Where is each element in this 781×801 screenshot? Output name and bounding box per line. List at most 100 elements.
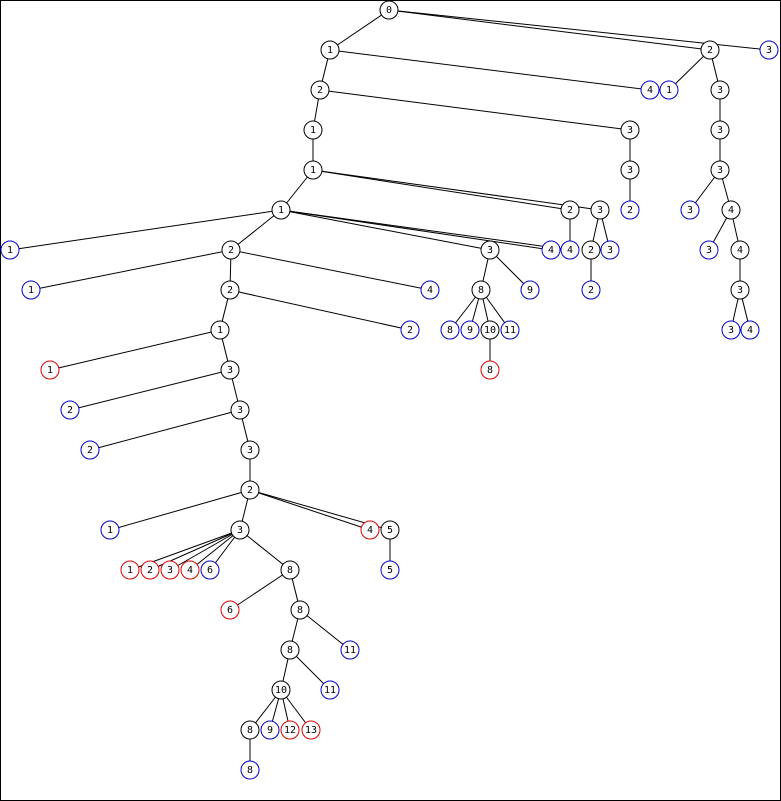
- node-circle: [541, 240, 561, 260]
- tree-node-blue: 3: [680, 200, 700, 220]
- node-circle: [380, 560, 400, 580]
- node-label: 2: [588, 245, 594, 256]
- tree-node-blue: 8: [240, 760, 260, 780]
- node-label: 4: [427, 285, 433, 296]
- node-label: 3: [717, 125, 723, 136]
- node-circle: [280, 560, 300, 580]
- node-label: 3: [237, 405, 243, 416]
- tree-node-red: 1: [40, 360, 60, 380]
- node-circle: [310, 80, 330, 100]
- node-circle: [240, 760, 260, 780]
- tree-node-inner: 4: [721, 200, 741, 220]
- node-label: 8: [287, 565, 293, 576]
- node-circle: [301, 720, 321, 740]
- tree-node-inner: 2: [310, 80, 330, 100]
- node-circle: [560, 240, 580, 260]
- tree-edge: [388, 9, 711, 51]
- node-circle: [581, 240, 601, 260]
- tree-node-inner: 3: [590, 200, 610, 220]
- tree-edge: [89, 409, 241, 451]
- node-label: 5: [387, 525, 393, 536]
- node-circle: [210, 320, 230, 340]
- node-label: 9: [467, 325, 473, 336]
- node-label: 3: [227, 365, 233, 376]
- node-circle: [240, 720, 260, 740]
- tree-edge: [312, 169, 571, 211]
- node-label: 1: [666, 85, 672, 96]
- node-circle: [379, 0, 399, 20]
- tree-node-inner: 1: [303, 120, 323, 140]
- node-circle: [730, 240, 750, 260]
- node-label: 13: [305, 725, 317, 736]
- node-label: 3: [597, 205, 603, 216]
- node-circle: [240, 440, 260, 460]
- tree-node-inner: 1: [210, 320, 230, 340]
- tree-node-inner: 8: [240, 720, 260, 740]
- node-label: 1: [107, 525, 113, 536]
- tree-node-red: 4: [360, 520, 380, 540]
- tree-node-red: 1: [120, 560, 140, 580]
- node-circle: [590, 200, 610, 220]
- node-circle: [160, 560, 180, 580]
- tree-edge: [109, 489, 251, 531]
- tree-node-inner: 3: [710, 120, 730, 140]
- node-label: 1: [28, 285, 34, 296]
- node-label: 3: [717, 85, 723, 96]
- tree-node-blue: 1: [100, 520, 120, 540]
- node-label: 8: [247, 725, 253, 736]
- tree-node-red: 3: [160, 560, 180, 580]
- node-label: 2: [227, 285, 233, 296]
- tree-node-inner: 3: [620, 160, 640, 180]
- tree-edge: [319, 89, 631, 131]
- node-circle: [303, 120, 323, 140]
- node-circle: [620, 200, 640, 220]
- node-label: 2: [247, 485, 253, 496]
- tree-node-blue: 3: [759, 40, 779, 60]
- node-label: 1: [310, 165, 316, 176]
- node-label: 2: [67, 405, 73, 416]
- tree-node-inner: 2: [700, 40, 720, 60]
- tree-node-inner: 3: [730, 280, 750, 300]
- tree-edge: [280, 209, 571, 251]
- node-label: 2: [317, 85, 323, 96]
- node-circle: [60, 400, 80, 420]
- node-label: 0: [386, 5, 392, 16]
- node-label: 2: [567, 205, 573, 216]
- node-label: 3: [737, 285, 743, 296]
- node-label: 2: [588, 285, 594, 296]
- node-label: 4: [747, 325, 753, 336]
- tree-edge: [69, 369, 231, 411]
- node-label: 3: [627, 165, 633, 176]
- tree-node-blue: 5: [380, 560, 400, 580]
- node-label: 3: [687, 205, 693, 216]
- node-circle: [320, 40, 340, 60]
- node-circle: [21, 280, 41, 300]
- node-label: 4: [187, 565, 193, 576]
- node-label: 4: [647, 85, 653, 96]
- node-circle: [230, 520, 250, 540]
- tree-node-inner: 3: [480, 240, 500, 260]
- node-label: 3: [237, 525, 243, 536]
- node-circle: [440, 320, 460, 340]
- tree-node-red: 8: [480, 360, 500, 380]
- node-label: 4: [737, 245, 743, 256]
- tree-edge: [249, 489, 371, 531]
- node-label: 1: [127, 565, 133, 576]
- node-label: 3: [627, 125, 633, 136]
- node-circle: [240, 480, 260, 500]
- node-label: 11: [504, 325, 516, 336]
- node-label: 3: [706, 245, 712, 256]
- tree-edge: [229, 289, 411, 331]
- node-circle: [600, 240, 620, 260]
- node-circle: [271, 680, 291, 700]
- tree-node-inner: 1: [320, 40, 340, 60]
- tree-node-red: 12: [280, 720, 300, 740]
- node-circle: [710, 120, 730, 140]
- node-circle: [220, 360, 240, 380]
- tree-node-inner: 10: [480, 320, 500, 340]
- tree-node-blue: 11: [340, 640, 360, 660]
- node-label: 3: [717, 165, 723, 176]
- tree-node-blue: 2: [400, 320, 420, 340]
- node-circle: [700, 40, 720, 60]
